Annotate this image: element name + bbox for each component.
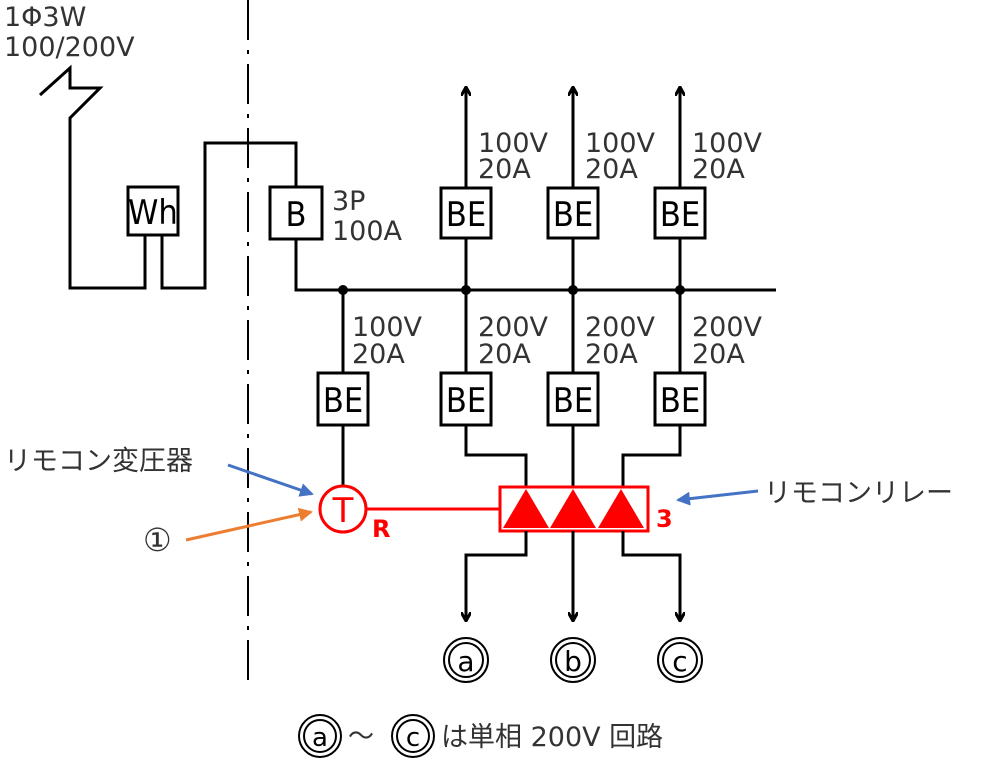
upper-breaker-label: BE	[446, 195, 486, 235]
transformer-name-label: リモコン変圧器	[4, 446, 193, 477]
output-c-label: c	[672, 645, 687, 678]
legend-text: は単相 200V 回路	[441, 722, 663, 753]
service-drop-wire	[38, 64, 147, 290]
upper-branch-3: BE 100V 20A	[653, 88, 763, 290]
relay-callout-arrow	[676, 489, 759, 506]
lower-breaker-1	[316, 371, 370, 427]
upper-breaker-1	[439, 186, 493, 240]
relay-contact-triangle	[550, 489, 596, 528]
upper-breaker-voltage: 100V	[478, 128, 549, 159]
upper-breaker-voltage: 100V	[692, 128, 763, 159]
output-a-symbol: a	[443, 637, 489, 683]
upper-branch-1: BE 100V 20A	[439, 88, 549, 290]
watt-hour-meter	[126, 185, 180, 237]
legend-tilde: ～	[348, 722, 374, 752]
transformer-callout-arrow	[227, 463, 314, 497]
relay-contact-triangle	[503, 489, 549, 528]
lower-breaker-3	[546, 371, 600, 427]
lower-breaker-label: BE	[553, 381, 593, 421]
main-breaker-poles: 3P	[332, 186, 365, 217]
lower-breaker-label: BE	[323, 381, 363, 421]
output-c-symbol: c	[657, 637, 703, 683]
output-b-symbol: b	[550, 637, 596, 683]
callout-number-arrow	[185, 507, 313, 542]
lower-breaker-voltage: 200V	[585, 312, 656, 343]
legend: a ～ c は単相 200V 回路	[298, 714, 663, 758]
upper-branch-2: BE 100V 20A	[546, 88, 656, 290]
lower-breaker-current: 20A	[585, 339, 638, 370]
main-breaker-amps: 100A	[332, 216, 403, 247]
meter-to-breaker-wire	[160, 141, 298, 290]
lower-branch-2: BE 200V 20A	[439, 290, 549, 487]
transformer-symbol-letter: T	[332, 491, 354, 531]
legend-to-label: c	[406, 723, 420, 753]
lower-breaker-current: 20A	[352, 339, 405, 370]
lower-breaker-current: 20A	[478, 339, 531, 370]
upper-breaker-2	[546, 186, 600, 240]
upper-breaker-voltage: 100V	[585, 128, 656, 159]
lower-breaker-voltage: 200V	[478, 312, 549, 343]
upper-breaker-current: 20A	[585, 154, 638, 185]
supply-phase-label: 1Φ3W	[4, 2, 86, 33]
transformer-subscript: R	[372, 515, 390, 543]
lower-breaker-label: BE	[660, 381, 700, 421]
upper-breaker-label: BE	[553, 195, 593, 235]
upper-breaker-label: BE	[660, 195, 700, 235]
lower-breaker-voltage: 100V	[352, 312, 423, 343]
upper-breaker-current: 20A	[692, 154, 745, 185]
upper-breaker-3	[653, 186, 707, 240]
callout-number: ①	[143, 521, 172, 559]
relay-contact-triangle	[598, 489, 644, 528]
relay-name-label: リモコンリレー	[764, 478, 953, 509]
lower-branch-3: BE 200V 20A	[546, 290, 656, 487]
legend-from-label: a	[312, 723, 328, 753]
lower-breaker-4	[653, 371, 707, 427]
lower-breaker-2	[439, 371, 493, 427]
upper-breaker-current: 20A	[478, 154, 531, 185]
lower-breaker-current: 20A	[692, 339, 745, 370]
main-breaker-label: B	[286, 195, 307, 235]
output-a-label: a	[457, 645, 474, 678]
busbar	[294, 239, 776, 292]
lower-branch-4: BE 200V 20A	[621, 290, 763, 487]
output-b-label: b	[564, 645, 582, 678]
relay-count: 3	[656, 505, 673, 533]
meter-label: Wh	[128, 193, 178, 233]
output-wire-c	[621, 531, 680, 620]
supply-voltage-label: 100/200V	[4, 32, 135, 63]
lower-breaker-label: BE	[446, 381, 486, 421]
lower-branch-1: BE 100V 20A	[316, 290, 423, 486]
output-wire-a	[466, 531, 528, 620]
lower-breaker-voltage: 200V	[692, 312, 763, 343]
